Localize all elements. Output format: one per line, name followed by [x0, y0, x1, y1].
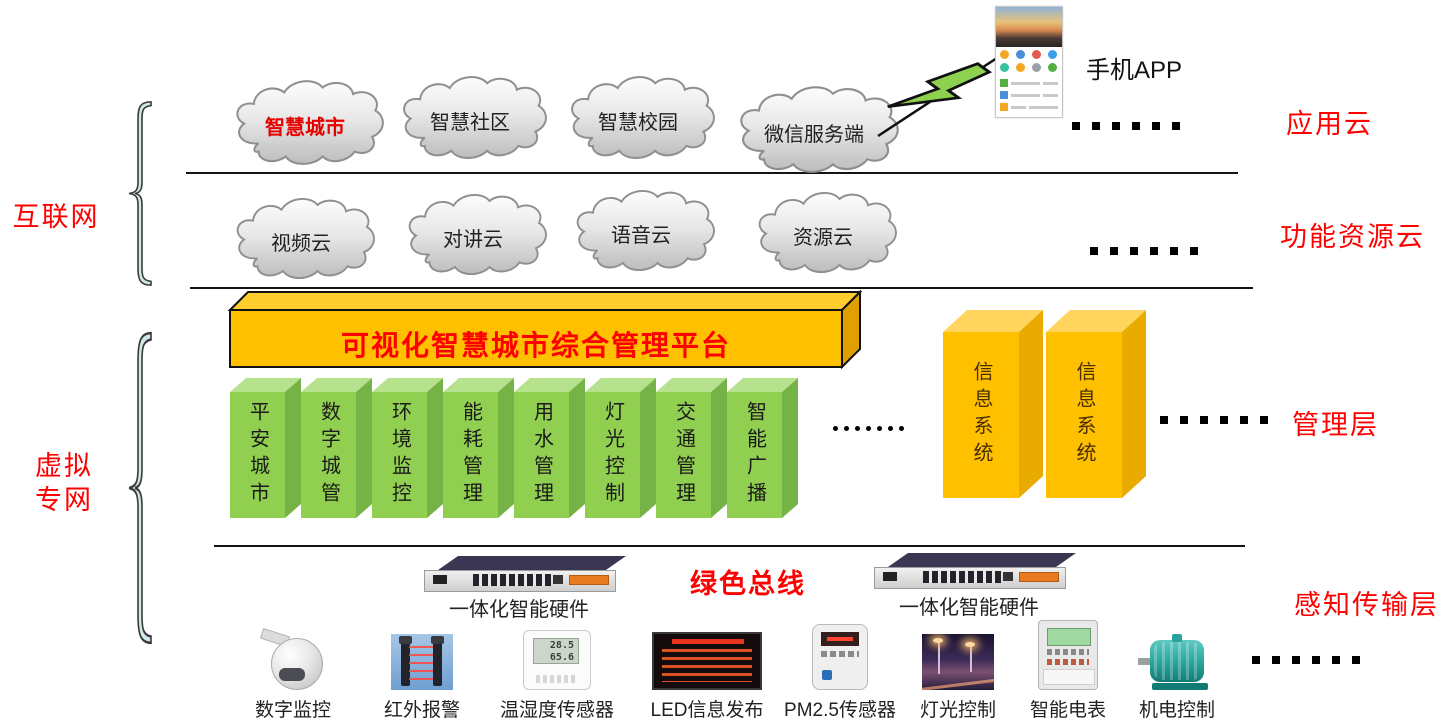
device-label: 机电控制: [1138, 700, 1215, 721]
cloud-icon: [392, 72, 548, 162]
phone-app-icon-grid: [996, 47, 1062, 73]
info-system-box-2: 信息系统: [1046, 310, 1147, 498]
device-pm25-sensor: PM2.5传感器: [773, 622, 907, 722]
cloud-label: 智慧社区: [430, 111, 510, 134]
gateway-switch-icon-1: [424, 556, 626, 592]
module-box-energy: 能耗管理: [443, 377, 514, 518]
device-electromechanical-control: 机电控制: [1110, 622, 1244, 722]
lightning-bolt-icon: [887, 62, 993, 108]
phone-app-screenshot: [995, 6, 1063, 118]
perception-layer-label: 感知传输层: [1294, 590, 1439, 620]
cloud-video: 视频云: [226, 194, 376, 282]
cloud-label: 视频云: [271, 232, 331, 255]
vpn-brace: [127, 330, 153, 646]
infrared-barrier-icon: [391, 634, 453, 690]
module-box-traffic: 交通管理: [656, 377, 727, 518]
app-cloud-layer-label: 应用云: [1286, 109, 1373, 139]
info-system-label: 信息系统: [1073, 361, 1095, 469]
ellipsis-dots-modules: [833, 426, 904, 431]
smart-meter-icon: [1038, 620, 1098, 690]
phone-app-label: 手机APP: [1086, 57, 1183, 84]
cloud-voice: 语音云: [566, 186, 716, 274]
module-box-broadcast: 智能广播: [727, 377, 798, 518]
cloud-label: 微信服务端: [764, 123, 864, 146]
module-label: 能耗管理: [459, 401, 482, 509]
module-label: 交通管理: [672, 401, 695, 509]
cloud-label: 对讲云: [443, 228, 503, 251]
platform-3d-bar: [227, 289, 863, 370]
pm25-sensor-icon: [812, 624, 868, 690]
resource-cloud-layer-label: 功能资源云: [1280, 222, 1425, 252]
platform-title: 可视化智慧城市综合管理平台: [340, 330, 731, 361]
ellipsis-dots-devices: [1252, 656, 1360, 664]
module-label: 平安城市: [246, 401, 269, 509]
ellipsis-dots-app-row: [1072, 122, 1180, 130]
cloud-icon: [728, 82, 900, 176]
module-label: 智能广播: [743, 401, 766, 509]
internet-label: 互联网: [12, 202, 100, 232]
cloud-smart-community: 智慧社区: [392, 72, 548, 162]
gateway-label-1: 一体化智能硬件: [449, 599, 589, 621]
module-label: 用水管理: [530, 401, 553, 509]
cloud-label: 语音云: [611, 224, 671, 247]
module-label: 灯光控制: [601, 401, 624, 509]
gateway-switch-icon-2: [874, 553, 1076, 589]
device-label: 温湿度传感器: [499, 700, 614, 721]
led-display-icon: [652, 632, 762, 690]
phone-banner-photo: [996, 7, 1062, 47]
device-label: LED信息发布: [650, 700, 764, 721]
internet-brace: [127, 100, 153, 287]
cloud-icon: [226, 194, 376, 282]
device-label: PM2.5传感器: [784, 700, 896, 721]
ellipsis-dots-info-systems: [1160, 416, 1268, 424]
module-box-environment: 环境监控: [372, 377, 443, 518]
info-system-label: 信息系统: [970, 361, 992, 469]
divider-app-resource: [186, 172, 1238, 174]
cloud-label: 资源云: [793, 226, 853, 249]
device-light-control: 灯光控制: [891, 622, 1025, 722]
device-smart-meter: 智能电表: [1001, 620, 1135, 722]
cloud-wechat-service: 微信服务端: [728, 82, 900, 176]
cloud-icon: [398, 190, 548, 278]
cloud-icon: [748, 188, 898, 276]
ellipsis-dots-resource-row: [1090, 247, 1198, 255]
divider-resource-management: [190, 287, 1253, 289]
device-digital-surveillance: 数字监控: [226, 622, 360, 722]
device-infrared-alarm: 红外报警: [355, 622, 489, 722]
cloud-resource: 资源云: [748, 188, 898, 276]
management-layer-label: 管理层: [1292, 410, 1379, 440]
module-box-safe-city: 平安城市: [230, 377, 301, 518]
vpn-label: 虚拟 专网: [35, 451, 93, 515]
dome-camera-icon: [257, 627, 329, 690]
module-box-water: 用水管理: [514, 377, 585, 518]
device-label: 数字监控: [254, 700, 331, 721]
device-label: 红外报警: [383, 700, 460, 721]
cloud-icon: [225, 76, 385, 168]
info-system-box-1: 信息系统: [943, 310, 1044, 498]
electric-motor-icon: [1138, 632, 1216, 690]
module-box-digital-city: 数字城管: [301, 377, 372, 518]
module-box-lighting: 灯光控制: [585, 377, 656, 518]
cloud-icon: [566, 186, 716, 274]
cloud-label: 智慧城市: [265, 116, 345, 139]
cloud-label: 智慧校园: [598, 111, 678, 134]
device-label: 灯光控制: [919, 700, 996, 721]
cloud-smart-campus: 智慧校园: [560, 72, 716, 162]
divider-management-perception: [214, 545, 1245, 547]
green-bus-label: 绿色总线: [690, 569, 806, 599]
module-label: 环境监控: [388, 401, 411, 509]
gateway-label-2: 一体化智能硬件: [899, 597, 1039, 619]
device-label: 智能电表: [1029, 700, 1106, 721]
cloud-icon: [560, 72, 716, 162]
street-lights-icon: [922, 634, 994, 690]
device-led-display: LED信息发布: [640, 622, 774, 722]
cloud-smart-city: 智慧城市: [225, 76, 385, 168]
module-label: 数字城管: [317, 401, 340, 509]
cloud-intercom: 对讲云: [398, 190, 548, 278]
phone-message-list: [996, 73, 1062, 113]
